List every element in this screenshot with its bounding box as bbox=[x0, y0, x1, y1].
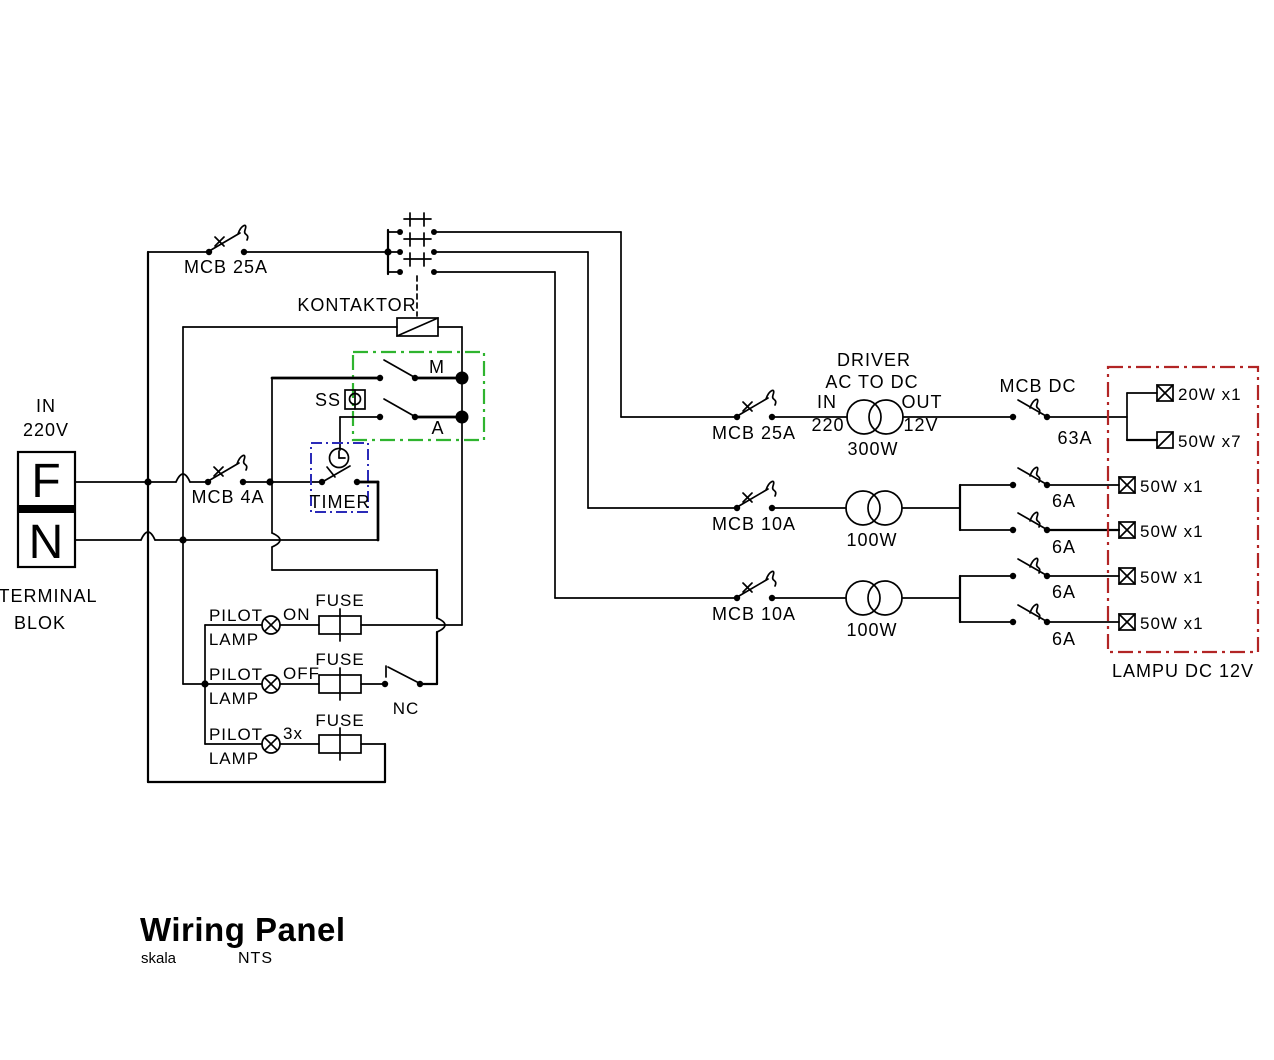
pilot-on-word1: PILOT bbox=[209, 606, 263, 625]
label-a: A bbox=[431, 418, 444, 438]
control-section: MCB 4A M A SS TIMER bbox=[191, 350, 486, 686]
pilot-3x-word2: LAMP bbox=[209, 749, 259, 768]
lamp-50w7-label: 50W x7 bbox=[1178, 432, 1242, 451]
terminal-caption-1: TERMINAL bbox=[0, 586, 98, 606]
label-driver-in: IN bbox=[817, 392, 837, 412]
terminal-n-label: N bbox=[29, 516, 64, 569]
label-feeder1-mcb: MCB 10A bbox=[712, 514, 796, 534]
fuse-off-label: FUSE bbox=[315, 650, 364, 669]
label-driver-out: OUT bbox=[902, 392, 943, 412]
lamp-50w-4-icon bbox=[1118, 613, 1136, 631]
terminal-in-label: IN bbox=[36, 396, 56, 416]
pilot-on-word2: LAMP bbox=[209, 630, 259, 649]
main-mcb-25a: MCB 25A bbox=[184, 224, 268, 277]
lamp-50w-3-icon bbox=[1118, 567, 1136, 585]
pilot-off-tag: OFF bbox=[283, 664, 320, 683]
label-mcb-dc: MCB DC bbox=[1000, 376, 1077, 396]
contactor: KONTAKTOR bbox=[182, 212, 622, 626]
label-driver-220: 220 bbox=[811, 415, 844, 435]
fuse-3x-label: FUSE bbox=[315, 711, 364, 730]
contactor-pole-2 bbox=[396, 232, 438, 256]
label-nc: NC bbox=[393, 699, 420, 718]
driver-transformer-icon bbox=[846, 399, 882, 435]
timer-box bbox=[310, 442, 369, 513]
pilot-lamp-section: PILOT LAMP ON FUSE PILOT LAMP OFF FUSE N… bbox=[146, 591, 463, 784]
label-driver-mcb: MCB 25A bbox=[712, 423, 796, 443]
terminal-block: IN 220V F N TERMINAL BLOK bbox=[0, 396, 98, 633]
timer-clock-icon bbox=[328, 447, 350, 469]
lamp-box-border bbox=[1106, 365, 1260, 654]
label-ss: SS bbox=[315, 390, 341, 410]
title-block: Wiring Panel skala NTS bbox=[140, 911, 346, 967]
label-driver-2: AC TO DC bbox=[825, 372, 918, 392]
label-feeder2-power: 100W bbox=[846, 620, 897, 640]
label-feeder2-mcb: MCB 10A bbox=[712, 604, 796, 624]
label-mcb-4a: MCB 4A bbox=[191, 487, 264, 507]
lamp-20w-icon bbox=[1156, 384, 1174, 402]
feeder-circuit-2: MCB 10A 100W 6A 6A bbox=[554, 557, 1120, 649]
label-feeder1-power: 100W bbox=[846, 530, 897, 550]
lamp-50w-1-label: 50W x1 bbox=[1140, 477, 1204, 496]
lamp-20w-label: 20W x1 bbox=[1178, 385, 1242, 404]
terminal-f-label: F bbox=[31, 455, 60, 508]
dc-lamp-box: 20W x1 50W x7 50W x1 50W x1 50W x1 50W x… bbox=[1106, 365, 1260, 681]
label-driver-1: DRIVER bbox=[837, 350, 911, 370]
lamp-50w7-icon bbox=[1156, 431, 1174, 449]
label-m: M bbox=[429, 357, 445, 377]
selector-box bbox=[351, 350, 486, 442]
scale-value: NTS bbox=[238, 950, 273, 967]
pilot-3x-word1: PILOT bbox=[209, 725, 263, 744]
wire-hop bbox=[271, 532, 281, 548]
lamp-50w-2-label: 50W x1 bbox=[1140, 522, 1204, 541]
label-feeder2-b2: 6A bbox=[1052, 629, 1076, 649]
label-driver-12v: 12V bbox=[903, 415, 938, 435]
incoming-wires bbox=[74, 250, 389, 784]
driver-chain: MCB 25A DRIVER AC TO DC IN 220 OUT 12V 3… bbox=[620, 350, 1159, 459]
pilot-lamp-3x-icon bbox=[261, 734, 281, 754]
label-feeder1-b1: 6A bbox=[1052, 491, 1076, 511]
label-driver-power: 300W bbox=[847, 439, 898, 459]
contactor-pole-1 bbox=[396, 212, 438, 236]
fuse-off-icon bbox=[318, 667, 362, 701]
pilot-off-word1: PILOT bbox=[209, 665, 263, 684]
lamp-50w-3-label: 50W x1 bbox=[1140, 568, 1204, 587]
lamp-50w-2-icon bbox=[1118, 521, 1136, 539]
lamp-box-caption: LAMPU DC 12V bbox=[1112, 661, 1254, 681]
feeder1-transformer-icon bbox=[845, 490, 881, 526]
label-feeder2-b1: 6A bbox=[1052, 582, 1076, 602]
lamp-50w-1-icon bbox=[1118, 476, 1136, 494]
drawing-title: Wiring Panel bbox=[140, 911, 346, 948]
lamp-50w-4-label: 50W x1 bbox=[1140, 614, 1204, 633]
pilot-lamp-off-icon bbox=[261, 674, 281, 694]
label-kontaktor: KONTAKTOR bbox=[297, 295, 416, 315]
label-timer: TIMER bbox=[310, 492, 371, 512]
scale-label: skala bbox=[141, 950, 177, 967]
feeder-circuit-1: MCB 10A 100W 6A 6A bbox=[587, 466, 1121, 557]
terminal-caption-2: BLOK bbox=[14, 613, 66, 633]
label-mcb-dc-amp: 63A bbox=[1057, 428, 1092, 448]
pilot-3x-tag: 3x bbox=[283, 724, 303, 743]
fuse-on-label: FUSE bbox=[315, 591, 364, 610]
pilot-on-tag: ON bbox=[283, 605, 311, 624]
pilot-off-word2: LAMP bbox=[209, 689, 259, 708]
fuse-3x-icon bbox=[318, 727, 362, 761]
pilot-lamp-on-icon bbox=[261, 615, 281, 635]
terminal-voltage-label: 220V bbox=[23, 420, 69, 440]
contactor-pole-3 bbox=[396, 252, 438, 276]
feeder2-transformer-icon bbox=[845, 580, 881, 616]
fuse-on-icon bbox=[318, 608, 362, 642]
label-mcb-main: MCB 25A bbox=[184, 257, 268, 277]
label-feeder1-b2: 6A bbox=[1052, 537, 1076, 557]
